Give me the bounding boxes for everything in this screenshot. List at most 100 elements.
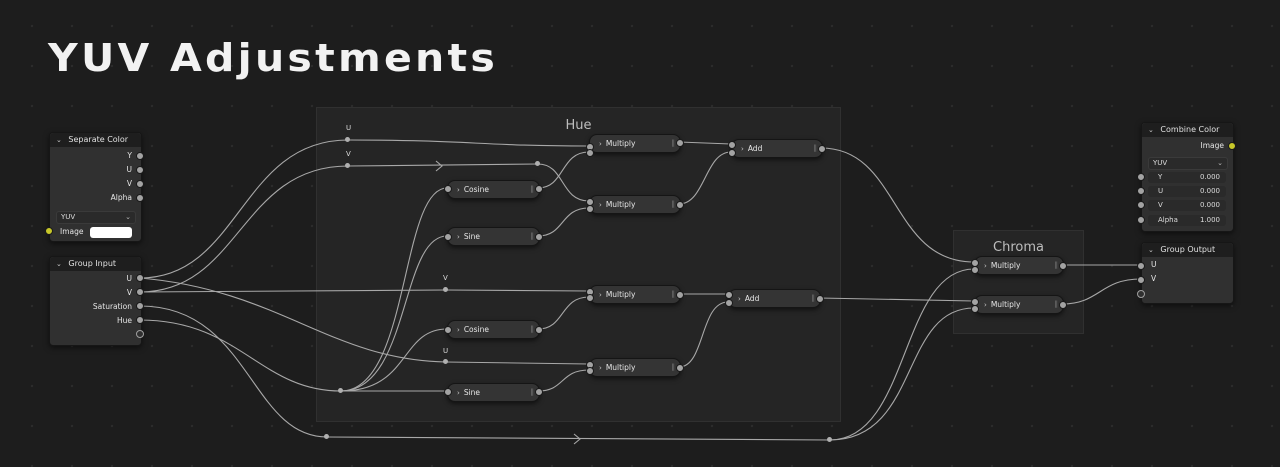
cosine-node[interactable]: ›Cosine || bbox=[447, 320, 540, 339]
group-output-header[interactable]: ⌄ Group Output bbox=[1142, 243, 1233, 257]
input-socket[interactable] bbox=[444, 326, 452, 334]
input-socket-y[interactable] bbox=[1137, 173, 1145, 181]
output-socket[interactable] bbox=[1059, 262, 1067, 270]
output-socket-u[interactable] bbox=[136, 166, 144, 174]
output-socket[interactable] bbox=[535, 326, 543, 334]
add-node[interactable]: ›Add || bbox=[731, 139, 823, 158]
hue-frame[interactable]: Hue bbox=[316, 107, 841, 422]
output-socket[interactable] bbox=[535, 388, 543, 396]
multiply-node[interactable]: ›Multiply || bbox=[974, 256, 1064, 275]
input-socket[interactable] bbox=[444, 388, 452, 396]
image-color-swatch[interactable] bbox=[90, 227, 132, 238]
output-label-v: V bbox=[126, 179, 132, 188]
input-socket[interactable] bbox=[728, 141, 736, 149]
reroute-label-v-mid: V bbox=[443, 274, 448, 282]
link bbox=[818, 297, 975, 302]
group-output-node[interactable]: ⌄ Group Output U V bbox=[1141, 242, 1234, 304]
multiply-node[interactable]: ›Multiply || bbox=[589, 134, 681, 153]
input-socket[interactable] bbox=[586, 149, 594, 157]
multiply-node[interactable]: ›Multiply || bbox=[974, 295, 1064, 314]
input-socket[interactable] bbox=[728, 149, 736, 157]
input-socket[interactable] bbox=[444, 233, 452, 241]
input-socket[interactable] bbox=[725, 291, 733, 299]
output-socket[interactable] bbox=[676, 291, 684, 299]
reroute-dot[interactable] bbox=[827, 437, 832, 442]
input-socket[interactable] bbox=[444, 185, 452, 193]
combine-color-node[interactable]: ⌄ Combine Color Image YUV ⌄ Y 0.000 U 0.… bbox=[1141, 122, 1234, 232]
reroute-dot[interactable] bbox=[338, 388, 343, 393]
input-socket[interactable] bbox=[586, 367, 594, 375]
combine-color-header[interactable]: ⌄ Combine Color bbox=[1142, 123, 1233, 137]
output-socket[interactable] bbox=[676, 201, 684, 209]
output-socket[interactable] bbox=[535, 233, 543, 241]
output-socket[interactable] bbox=[816, 295, 824, 303]
alpha-field-label: Alpha bbox=[1158, 216, 1178, 224]
input-label-u: U bbox=[1151, 260, 1157, 269]
link bbox=[139, 165, 349, 293]
sine-node[interactable]: ›Sine || bbox=[447, 383, 540, 402]
reroute-dot[interactable] bbox=[345, 163, 350, 168]
chevron-down-icon[interactable]: ⌄ bbox=[56, 136, 62, 144]
reroute-dot[interactable] bbox=[443, 359, 448, 364]
separate-color-node[interactable]: ⌄ Separate Color Y U V Alpha YUV ⌄ Image bbox=[49, 132, 142, 242]
output-socket[interactable] bbox=[818, 145, 826, 153]
output-socket-saturation[interactable] bbox=[136, 302, 144, 310]
output-socket[interactable] bbox=[535, 185, 543, 193]
input-socket[interactable] bbox=[971, 266, 979, 274]
input-socket-u[interactable] bbox=[1137, 262, 1145, 270]
sine-label: Sine bbox=[463, 232, 481, 241]
separate-color-header[interactable]: ⌄ Separate Color bbox=[50, 133, 141, 147]
chroma-frame[interactable]: Chroma bbox=[953, 230, 1084, 334]
input-socket-image[interactable] bbox=[45, 227, 53, 235]
input-socket-alpha[interactable] bbox=[1137, 216, 1145, 224]
link bbox=[139, 305, 328, 438]
output-socket-u[interactable] bbox=[136, 274, 144, 282]
output-socket[interactable] bbox=[676, 139, 684, 147]
reroute-label-u: U bbox=[346, 124, 352, 132]
reroute-dot[interactable] bbox=[535, 161, 540, 166]
multiply-node[interactable]: ›Multiply || bbox=[589, 358, 681, 377]
v-field[interactable]: V 0.000 bbox=[1148, 200, 1226, 211]
input-socket[interactable] bbox=[971, 305, 979, 313]
reroute-dot[interactable] bbox=[345, 137, 350, 142]
mode-dropdown[interactable]: YUV ⌄ bbox=[1148, 157, 1228, 170]
chevron-down-icon[interactable]: ⌄ bbox=[56, 260, 62, 268]
mode-dropdown[interactable]: YUV ⌄ bbox=[56, 211, 136, 224]
input-socket[interactable] bbox=[586, 294, 594, 302]
chevron-down-icon[interactable]: ⌄ bbox=[1148, 126, 1154, 134]
input-socket-u[interactable] bbox=[1137, 187, 1145, 195]
output-socket[interactable] bbox=[676, 364, 684, 372]
multiply-node[interactable]: ›Multiply || bbox=[589, 285, 681, 304]
page-title: YUV Adjustments bbox=[48, 36, 499, 80]
link bbox=[326, 436, 831, 441]
reroute-dot[interactable] bbox=[443, 287, 448, 292]
input-socket-v[interactable] bbox=[1137, 201, 1145, 209]
output-socket-hue[interactable] bbox=[136, 316, 144, 324]
output-socket-image[interactable] bbox=[1228, 142, 1236, 150]
sine-node[interactable]: ›Sine || bbox=[447, 227, 540, 246]
output-socket-v[interactable] bbox=[136, 180, 144, 188]
add-node[interactable]: ›Add || bbox=[728, 289, 821, 308]
group-input-header[interactable]: ⌄ Group Input bbox=[50, 257, 141, 271]
output-socket-y[interactable] bbox=[136, 152, 144, 160]
cosine-node[interactable]: ›Cosine || bbox=[447, 180, 540, 199]
input-socket-v[interactable] bbox=[1137, 276, 1145, 284]
reroute-dot[interactable] bbox=[324, 434, 329, 439]
grip-icon: || bbox=[671, 290, 675, 298]
group-input-node[interactable]: ⌄ Group Input U V Saturation Hue bbox=[49, 256, 142, 346]
alpha-field[interactable]: Alpha 1.000 bbox=[1148, 215, 1226, 226]
y-field[interactable]: Y 0.000 bbox=[1148, 172, 1226, 183]
multiply-node[interactable]: ›Multiply || bbox=[589, 195, 681, 214]
input-socket[interactable] bbox=[586, 205, 594, 213]
input-socket[interactable] bbox=[725, 299, 733, 307]
output-socket-extend[interactable] bbox=[136, 330, 144, 338]
output-socket[interactable] bbox=[1059, 301, 1067, 309]
output-socket-alpha[interactable] bbox=[136, 194, 144, 202]
output-socket-v[interactable] bbox=[136, 288, 144, 296]
u-field-label: U bbox=[1158, 187, 1164, 195]
chevron-down-icon[interactable]: ⌄ bbox=[1148, 246, 1154, 254]
u-field[interactable]: U 0.000 bbox=[1148, 186, 1226, 197]
input-socket-extend[interactable] bbox=[1137, 290, 1145, 298]
link bbox=[537, 296, 590, 330]
